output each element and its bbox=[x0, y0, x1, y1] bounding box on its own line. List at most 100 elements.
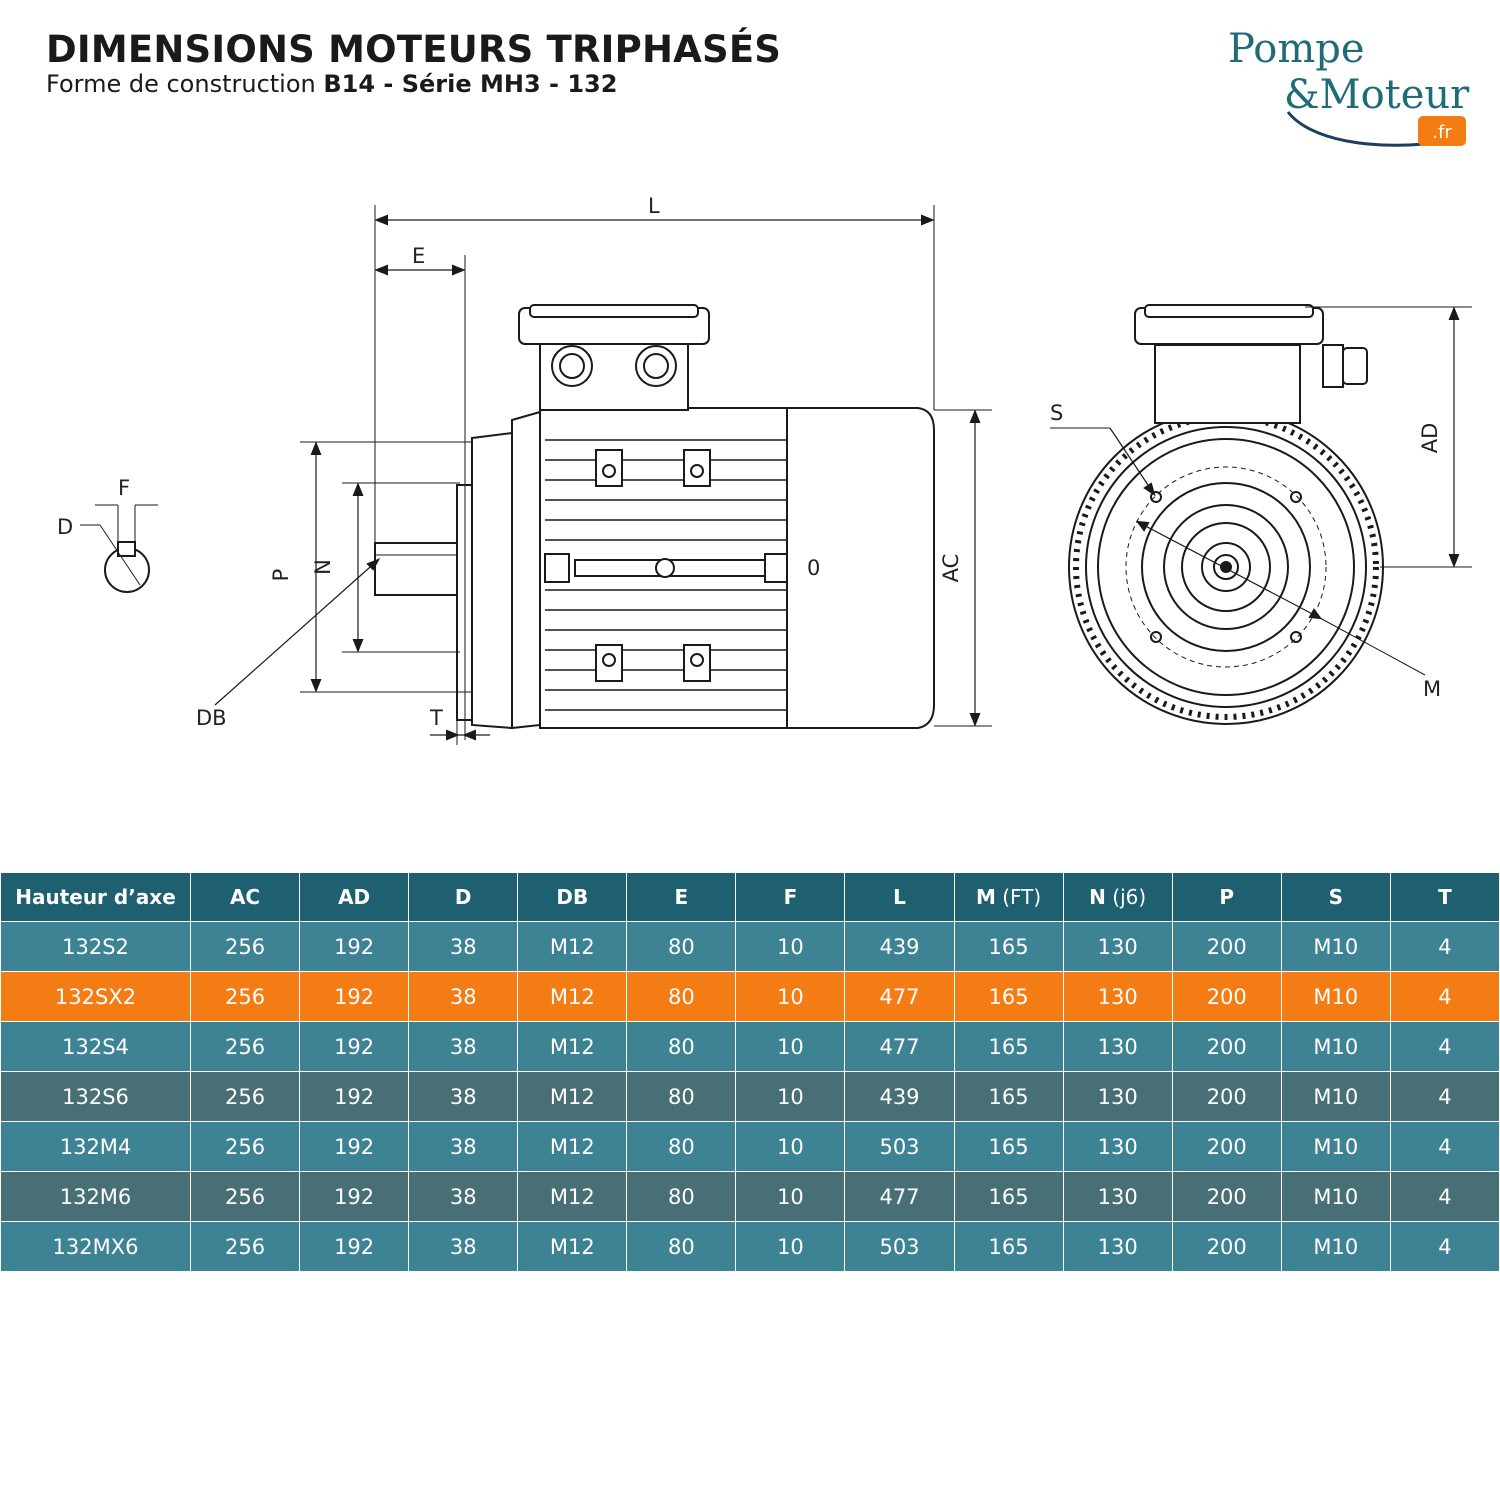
table-cell: 4 bbox=[1389, 971, 1500, 1022]
table-cell: 165 bbox=[953, 1021, 1064, 1072]
table-cell: 10 bbox=[735, 971, 846, 1022]
label-DB: DB bbox=[196, 706, 227, 730]
col-header-m: M (FT) bbox=[953, 872, 1064, 922]
table-cell: 80 bbox=[626, 921, 737, 972]
table-cell: 192 bbox=[299, 1121, 410, 1172]
logo-badge bbox=[1418, 116, 1466, 146]
table-cell: 38 bbox=[408, 1021, 519, 1072]
logo-line2: &Moteur bbox=[1284, 72, 1470, 118]
label-M: M bbox=[1423, 677, 1441, 701]
table-cell: 192 bbox=[299, 1171, 410, 1222]
table-cell: 256 bbox=[189, 1121, 301, 1172]
col-header-ad: AD bbox=[299, 872, 410, 922]
logo-badge-text: .fr bbox=[1432, 122, 1452, 143]
col-header-d: D bbox=[408, 872, 519, 922]
col-header-l: L bbox=[844, 872, 955, 922]
table-cell: 10 bbox=[735, 1221, 846, 1272]
subtitle-series: B14 - Série MH3 - 132 bbox=[323, 70, 618, 98]
table-cell: 80 bbox=[626, 1221, 737, 1272]
label-zero: 0 bbox=[807, 556, 820, 580]
label-P: P bbox=[269, 569, 293, 582]
cell-axis-height: 132M4 bbox=[0, 1121, 191, 1172]
table-cell: 200 bbox=[1171, 971, 1282, 1022]
table-cell: 200 bbox=[1171, 1121, 1282, 1172]
col-header-p: P bbox=[1171, 872, 1282, 922]
motor-front-view bbox=[1050, 304, 1472, 725]
col-header-axis-height: Hauteur d’axe bbox=[0, 872, 191, 922]
table-cell: 130 bbox=[1062, 1171, 1173, 1222]
label-D: D bbox=[57, 515, 73, 539]
table-cell: M10 bbox=[1280, 1021, 1391, 1072]
table-cell: M10 bbox=[1280, 921, 1391, 972]
table-cell: 10 bbox=[735, 1171, 846, 1222]
table-cell: 165 bbox=[953, 1121, 1064, 1172]
table-cell: 130 bbox=[1062, 1221, 1173, 1272]
table-cell: 192 bbox=[299, 921, 410, 972]
table-cell: M12 bbox=[517, 1121, 628, 1172]
table-cell: 256 bbox=[189, 1221, 301, 1272]
table-cell: 10 bbox=[735, 921, 846, 972]
label-AC: AC bbox=[939, 554, 963, 583]
table-cell: 4 bbox=[1389, 1121, 1500, 1172]
table-cell: 165 bbox=[953, 921, 1064, 972]
table-cell: 38 bbox=[408, 971, 519, 1022]
table-cell: 503 bbox=[844, 1121, 955, 1172]
table-cell: 165 bbox=[953, 1071, 1064, 1122]
technical-drawing: L E F D P N DB T 0 AC AD S M bbox=[57, 194, 1472, 745]
table-cell: 256 bbox=[189, 1021, 301, 1072]
table-cell: 192 bbox=[299, 971, 410, 1022]
table-cell: 477 bbox=[844, 1171, 955, 1222]
table-header-row: Hauteur d’axe AC AD D DB E F L M (FT) N … bbox=[0, 872, 1500, 922]
table-cell: 200 bbox=[1171, 1071, 1282, 1122]
table-cell: M12 bbox=[517, 1021, 628, 1072]
label-F: F bbox=[118, 476, 130, 500]
table-cell: 80 bbox=[626, 1071, 737, 1122]
table-cell: 80 bbox=[626, 971, 737, 1022]
label-N: N bbox=[311, 559, 335, 575]
table-cell: 4 bbox=[1389, 1171, 1500, 1222]
cell-axis-height: 132M6 bbox=[0, 1171, 191, 1222]
cell-axis-height: 132S6 bbox=[0, 1071, 191, 1122]
motor-side-view bbox=[214, 205, 992, 745]
table-cell: 130 bbox=[1062, 921, 1173, 972]
table-cell: 256 bbox=[189, 1071, 301, 1122]
table-cell: 10 bbox=[735, 1121, 846, 1172]
col-header-s: S bbox=[1280, 872, 1391, 922]
table-cell: 165 bbox=[953, 1221, 1064, 1272]
table-cell: 38 bbox=[408, 921, 519, 972]
col-header-n: N (j6) bbox=[1062, 872, 1173, 922]
table-cell: M12 bbox=[517, 921, 628, 972]
label-S: S bbox=[1050, 401, 1063, 425]
table-cell: 38 bbox=[408, 1121, 519, 1172]
logo-line1: Pompe bbox=[1228, 26, 1365, 72]
cell-axis-height: 132S4 bbox=[0, 1021, 191, 1072]
table-cell: 4 bbox=[1389, 1221, 1500, 1272]
table-cell: 4 bbox=[1389, 1071, 1500, 1122]
shaft-key-detail bbox=[80, 504, 158, 593]
table-cell: M10 bbox=[1280, 1171, 1391, 1222]
table-cell: 130 bbox=[1062, 971, 1173, 1022]
label-AD: AD bbox=[1418, 423, 1442, 454]
label-T: T bbox=[429, 706, 443, 730]
table-cell: 80 bbox=[626, 1121, 737, 1172]
table-cell: 477 bbox=[844, 971, 955, 1022]
table-cell: M10 bbox=[1280, 971, 1391, 1022]
table-cell: 165 bbox=[953, 971, 1064, 1022]
table-cell: 130 bbox=[1062, 1021, 1173, 1072]
table-cell: 200 bbox=[1171, 1171, 1282, 1222]
table-cell: 439 bbox=[844, 921, 955, 972]
table-cell: 256 bbox=[189, 1171, 301, 1222]
table-cell: 80 bbox=[626, 1021, 737, 1072]
table-cell: 130 bbox=[1062, 1071, 1173, 1122]
table-cell: 192 bbox=[299, 1221, 410, 1272]
table-cell: 130 bbox=[1062, 1121, 1173, 1172]
table-cell: 192 bbox=[299, 1021, 410, 1072]
table-cell: 200 bbox=[1171, 1021, 1282, 1072]
table-cell: M12 bbox=[517, 1171, 628, 1222]
dimensions-table: Hauteur d’axe AC AD D DB E F L M (FT) N … bbox=[0, 872, 1500, 1272]
